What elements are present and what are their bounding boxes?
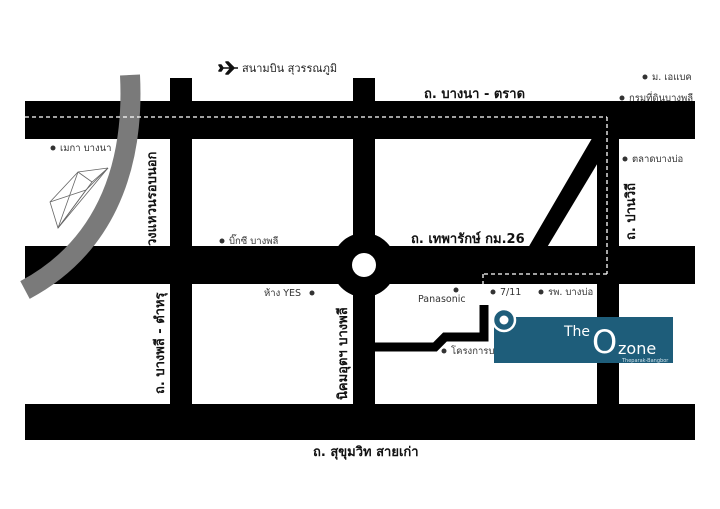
route-dashed xyxy=(25,116,608,304)
roundabout-center xyxy=(352,253,376,277)
poi-dot-hospital xyxy=(538,289,544,295)
road-name-panawithi: ถ. ปานวิถี xyxy=(623,183,639,240)
poi-dot-seven xyxy=(490,289,496,295)
road-name-sukhumvit: ถ. สุขุมวิท สายเก่า xyxy=(313,445,419,460)
road-name-bangna-trad: ถ. บางนา - ตราด xyxy=(424,87,525,102)
road-name-outer-ring: วงแหวนรอบนอก xyxy=(145,151,160,246)
poi-dot-land-dept xyxy=(619,95,625,101)
poi-bangbo-market: ตลาดบางบ่อ xyxy=(632,154,683,165)
poi-dot-bangbo-market xyxy=(622,156,628,162)
poi-dot-project xyxy=(441,348,447,354)
road-access xyxy=(375,305,489,352)
airport-icon xyxy=(218,61,238,75)
poi-dot-mega xyxy=(50,145,56,151)
brand-zone: zone xyxy=(618,339,656,358)
poi-bigc: บิ๊กซี บางพลี xyxy=(229,233,279,247)
road-name-nikhom: นิคมอุตฯ บางพลี xyxy=(335,307,351,400)
poi-hospital: รพ. บางบ่อ xyxy=(548,287,593,298)
road-name-bangphli-tamru: ถ. บางพลี - ตำหรุ xyxy=(152,292,168,394)
poi-panasonic: Panasonic xyxy=(418,294,466,305)
poi-dot-yes xyxy=(309,290,315,296)
poi-dot-panasonic xyxy=(453,287,459,293)
mega-bangna-graphic xyxy=(49,167,109,229)
road-sukhumvit xyxy=(25,404,695,440)
poi-land-dept: กรมที่ดินบางพลี xyxy=(629,91,693,104)
poi-seven: 7/11 xyxy=(500,287,521,298)
brand-tagline: Theparak-Bangbor xyxy=(621,358,669,364)
road-diagonal xyxy=(507,128,614,284)
poi-mega: เมกา บางนา xyxy=(60,143,111,154)
poi-dot-abac xyxy=(642,74,648,80)
poi-abac: ม. เอแบค xyxy=(652,72,692,83)
brand-o: O xyxy=(592,323,617,361)
poi-dot-bigc xyxy=(219,238,225,244)
road-name-theparak: ถ. เทพารักษ์ กม.26 xyxy=(411,231,525,247)
road-bangphli-tamru xyxy=(170,78,192,404)
poi-yes: ห้าง YES xyxy=(264,288,301,299)
airport-label: สนามบิน สุวรรณภูมิ xyxy=(242,62,337,75)
brand-box xyxy=(494,317,673,363)
location-marker-icon xyxy=(491,307,517,333)
brand-the: The xyxy=(563,324,590,340)
expressway-outer-ring xyxy=(20,74,141,299)
